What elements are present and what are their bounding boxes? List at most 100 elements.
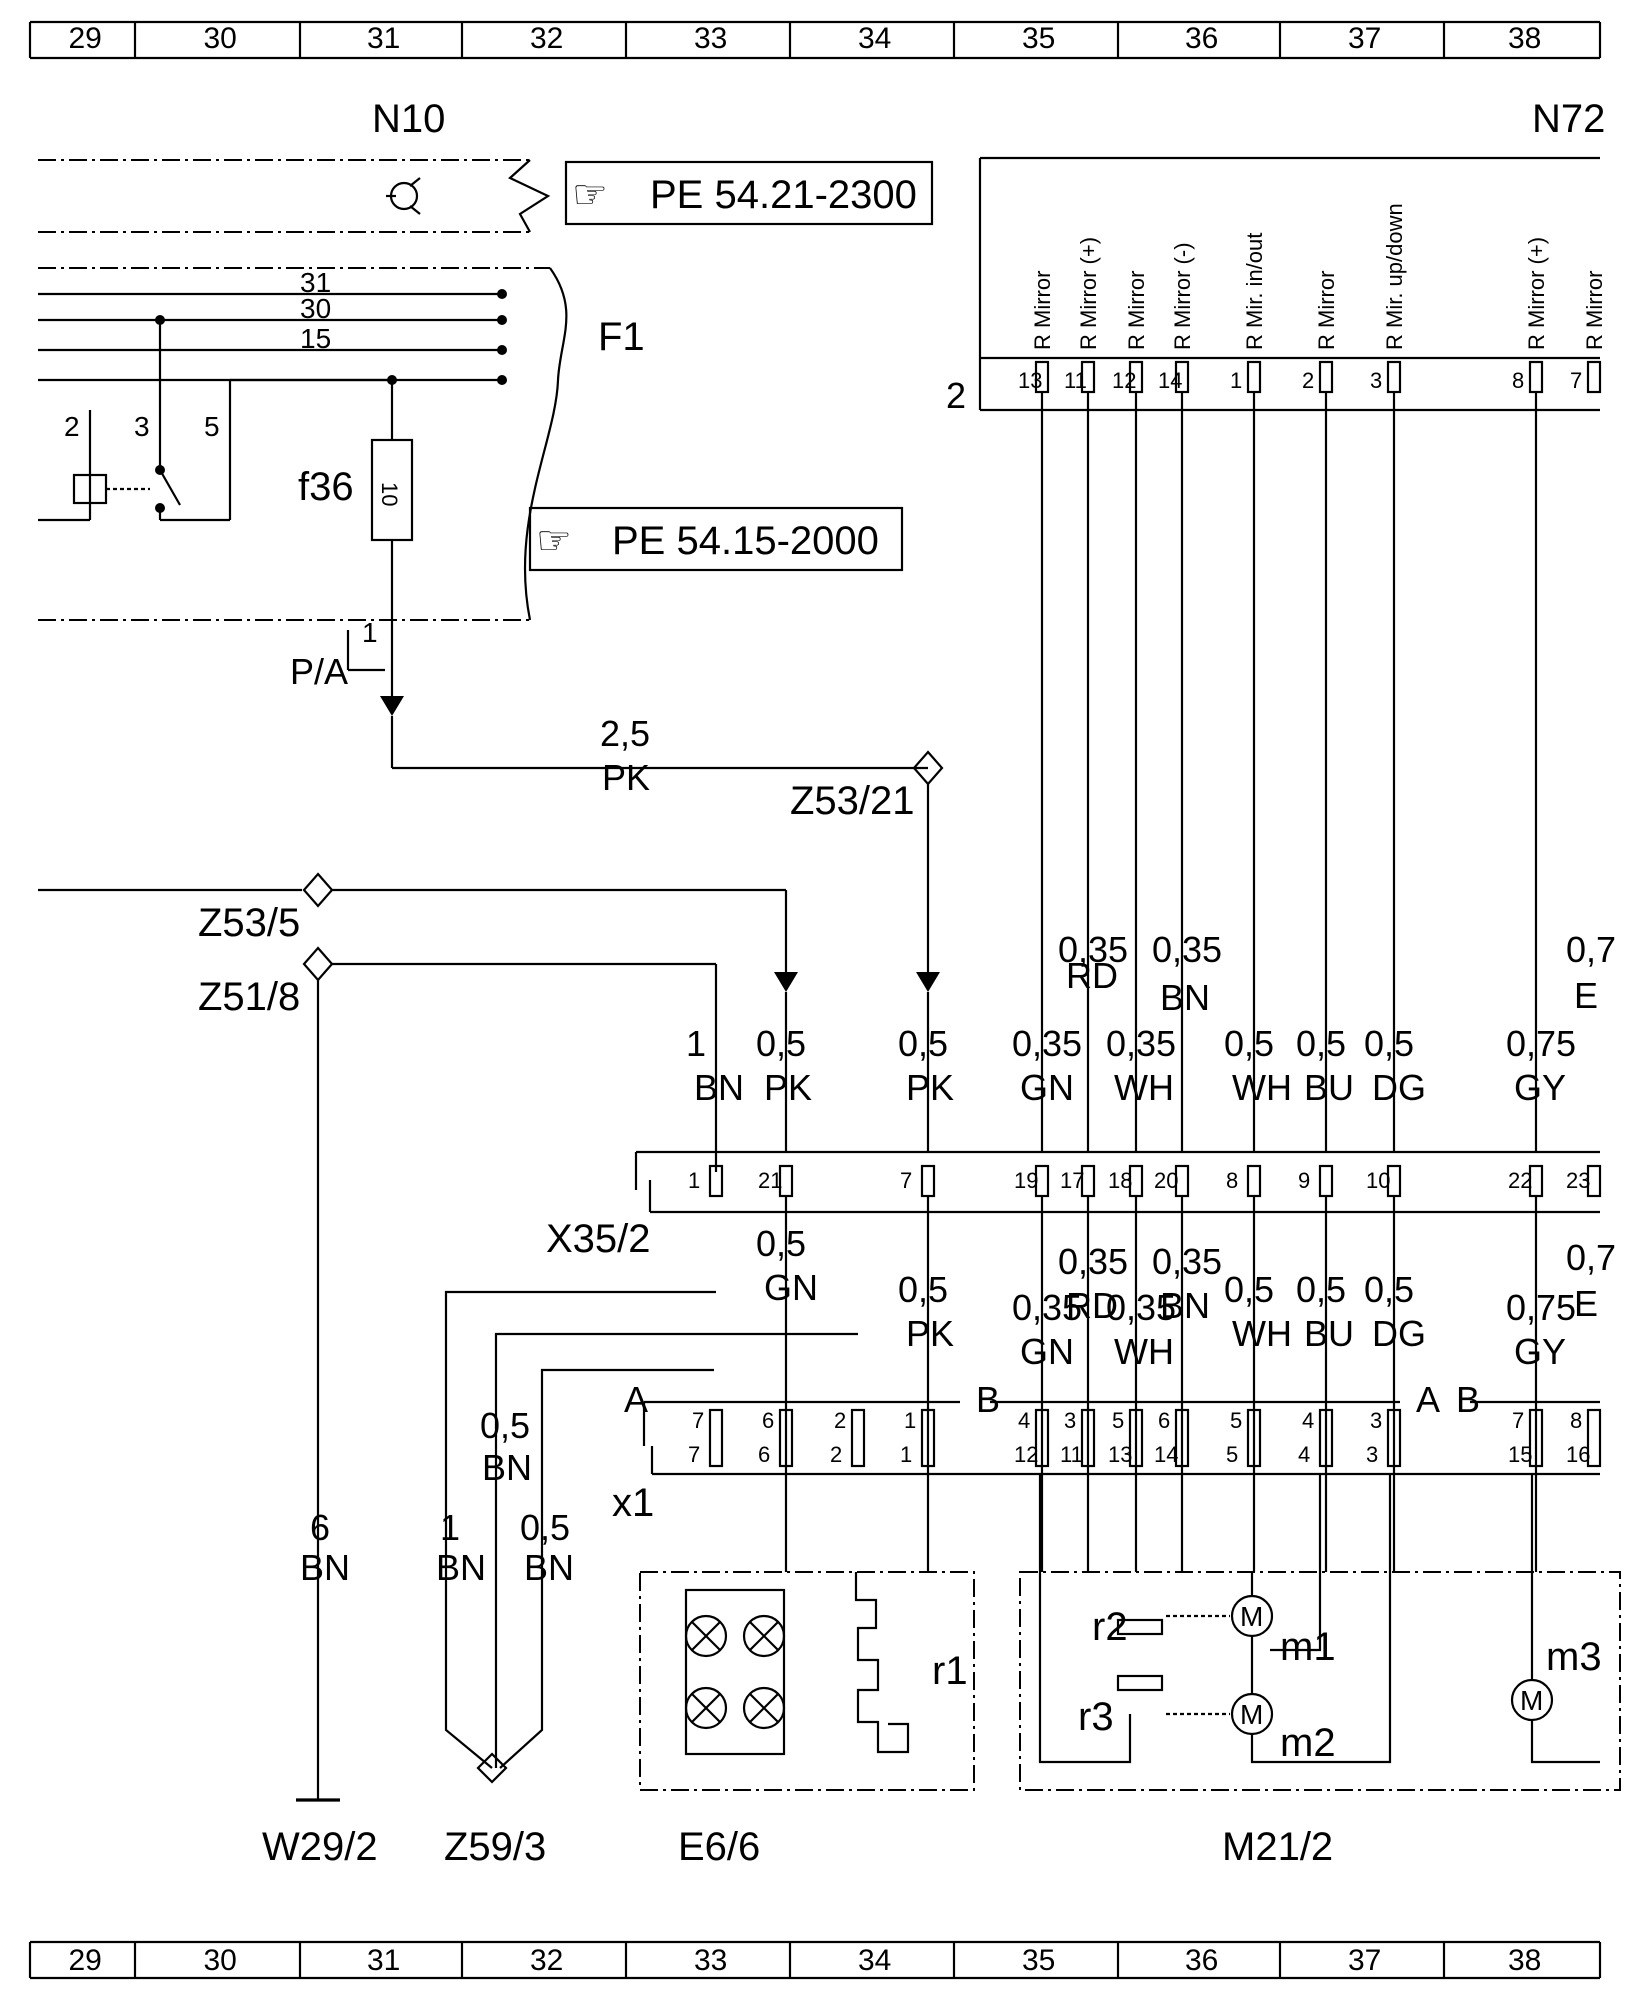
pa-pin: 1 bbox=[362, 617, 378, 648]
wire-size: 0,35 bbox=[1012, 1023, 1082, 1064]
x1-bottom-pin: 4 bbox=[1298, 1442, 1310, 1467]
svg-text:X35/2: X35/2 bbox=[546, 1217, 651, 1261]
n72-pin-num: 2 bbox=[1302, 368, 1314, 393]
x35-pin: 19 bbox=[1014, 1168, 1038, 1193]
wire-size: 0,5 bbox=[1224, 1023, 1274, 1064]
n72-pin-label: R Mir. up/down bbox=[1382, 203, 1407, 350]
x1-bottom-pin: 5 bbox=[1226, 1442, 1238, 1467]
n72-pin-num: 3 bbox=[1370, 368, 1382, 393]
grid-col-30: 30 bbox=[204, 22, 237, 55]
relay: 2 3 5 bbox=[38, 315, 397, 522]
x35-pin: 18 bbox=[1108, 1168, 1132, 1193]
svg-text:B: B bbox=[976, 1379, 1000, 1420]
x35-pin: 1 bbox=[688, 1168, 700, 1193]
x1-top-pin: 6 bbox=[762, 1408, 774, 1433]
x1-bottom-pin: 6 bbox=[758, 1442, 770, 1467]
x1-bottom-pin: 14 bbox=[1154, 1442, 1178, 1467]
x1-top-pin: 7 bbox=[1512, 1408, 1524, 1433]
grid-col-37: 37 bbox=[1348, 1944, 1381, 1977]
relay-pin-3: 3 bbox=[134, 411, 150, 442]
wire-color: RD bbox=[1066, 955, 1118, 996]
wire-size: 0,5 bbox=[1364, 1269, 1414, 1310]
wire-color: GN bbox=[764, 1267, 818, 1308]
svg-text:M21/2: M21/2 bbox=[1222, 1825, 1333, 1869]
wire-size: 0,35 bbox=[1152, 929, 1222, 970]
wire-color: E bbox=[1574, 1283, 1598, 1324]
x35-pin: 20 bbox=[1154, 1168, 1178, 1193]
m21-mirror-unit: M M M r2 r3 m1 m2 m3 M21/2 bbox=[1019, 1474, 1621, 1869]
wire-size: 0,35 bbox=[1106, 1023, 1176, 1064]
n72-conn: 2 bbox=[946, 375, 966, 416]
wire-size: 0,35 bbox=[1106, 1287, 1176, 1328]
wire-color: DG bbox=[1372, 1313, 1426, 1354]
n72-pin-label: R Mirror (-) bbox=[1170, 242, 1195, 350]
n10-module: N10 ☞ PE 54.21-2300 F1 31 30 15 bbox=[38, 97, 934, 798]
x1-top-pin: 3 bbox=[1370, 1408, 1382, 1433]
wire-size: 0,5 bbox=[756, 1223, 806, 1264]
x1-bottom-pin: 12 bbox=[1014, 1442, 1038, 1467]
grid-col-38: 38 bbox=[1508, 1944, 1541, 1977]
x1-bottom-pin: 16 bbox=[1566, 1442, 1590, 1467]
wire-color: GY bbox=[1514, 1331, 1566, 1372]
ref-1: PE 54.21-2300 bbox=[650, 173, 917, 217]
z53-5-node: Z53/5 bbox=[38, 872, 798, 992]
w29-label: W29/2 bbox=[262, 1825, 378, 1869]
wire-size: 0,5 bbox=[1364, 1023, 1414, 1064]
wire-size: 0,5 bbox=[898, 1269, 948, 1310]
wire-color: PK bbox=[906, 1067, 954, 1108]
svg-text:Z53/5: Z53/5 bbox=[198, 901, 300, 945]
n72-pin-label: R Mirror (+) bbox=[1524, 237, 1549, 350]
wire-color: RD bbox=[1066, 1285, 1118, 1326]
x1-top-pin: 5 bbox=[1230, 1408, 1242, 1433]
lamp-icon bbox=[742, 1614, 786, 1658]
svg-text:M: M bbox=[1520, 1685, 1543, 1716]
ref-2: PE 54.15-2000 bbox=[612, 519, 879, 563]
x1-bottom-pin: 15 bbox=[1508, 1442, 1532, 1467]
lamp-icon bbox=[742, 1686, 786, 1730]
n72-pin-label: R Mirror bbox=[1314, 271, 1339, 350]
x1-bottom-pin: 11 bbox=[1060, 1442, 1083, 1467]
wire-color: PK bbox=[764, 1067, 812, 1108]
grid-col-33: 33 bbox=[694, 1944, 727, 1977]
svg-text:m2: m2 bbox=[1280, 1721, 1336, 1765]
z51-8-node: Z51/8 6 BN W29/2 bbox=[198, 946, 718, 1869]
svg-text:x1: x1 bbox=[612, 1481, 654, 1525]
f36-label: f36 bbox=[298, 465, 354, 509]
w-05bn-a: 0,5 bbox=[480, 1405, 530, 1446]
wire-color: DG bbox=[1372, 1067, 1426, 1108]
n10-label: N10 bbox=[372, 97, 445, 141]
n72-pin-num: 1 bbox=[1230, 368, 1242, 393]
x1-bottom-pin: 13 bbox=[1108, 1442, 1132, 1467]
n72-pin-num: 7 bbox=[1570, 368, 1582, 393]
grid-col-32: 32 bbox=[530, 1944, 563, 1977]
grid-col-38: 38 bbox=[1508, 22, 1541, 55]
wire-size: 0,5 bbox=[1224, 1269, 1274, 1310]
x1-top-pin: 6 bbox=[1158, 1408, 1170, 1433]
relay-pin-5: 5 bbox=[204, 411, 220, 442]
w-05bn-b-col: BN bbox=[524, 1547, 574, 1588]
f36-rating: 10 bbox=[377, 482, 402, 506]
x35-pin: 9 bbox=[1298, 1168, 1310, 1193]
n72-pin-num: 8 bbox=[1512, 368, 1524, 393]
bus-30: 30 bbox=[300, 293, 331, 324]
grid-col-33: 33 bbox=[694, 22, 727, 55]
bus-31: 31 bbox=[300, 267, 331, 298]
w-1bn: 1 bbox=[440, 1507, 460, 1548]
x35-pin: 8 bbox=[1226, 1168, 1238, 1193]
svg-text:M: M bbox=[1240, 1601, 1263, 1632]
x35-pin: 22 bbox=[1508, 1168, 1532, 1193]
wire-color: WH bbox=[1114, 1067, 1174, 1108]
grid-col-37: 37 bbox=[1348, 22, 1381, 55]
relay-pin-2: 2 bbox=[64, 411, 80, 442]
svg-text:B: B bbox=[1456, 1379, 1480, 1420]
wire-color: GY bbox=[1514, 1067, 1566, 1108]
grid-col-29: 29 bbox=[69, 1944, 102, 1977]
x35-pin: 21 bbox=[758, 1168, 782, 1193]
x1-bottom-pin: 7 bbox=[688, 1442, 700, 1467]
grid-col-29: 29 bbox=[69, 22, 102, 55]
grid-col-31: 31 bbox=[367, 22, 400, 55]
x1-top-pin: 8 bbox=[1570, 1408, 1582, 1433]
svg-text:A: A bbox=[624, 1379, 648, 1420]
